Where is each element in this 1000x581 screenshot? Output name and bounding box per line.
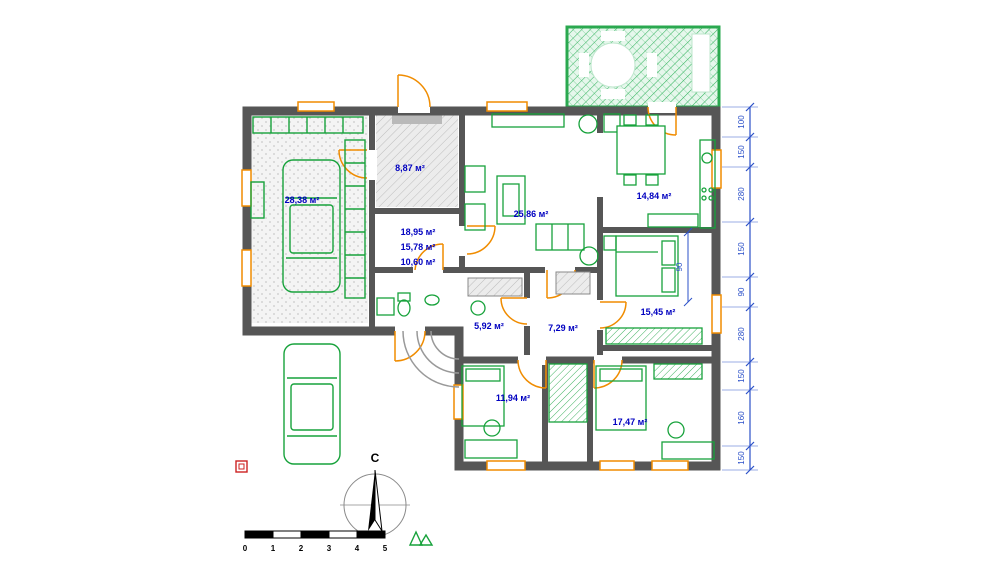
bedroom-left-door [517,359,547,389]
green-stamp-icon [408,530,434,546]
bedroom-right-door [599,301,627,329]
wardrobe-strip [548,363,588,423]
dim-label-6: 280 [737,327,746,341]
bathroom-fixtures [376,292,440,317]
scale-tick-4: 4 [355,544,360,553]
boiler-room-equipment [467,277,523,316]
porch-door [394,330,426,362]
compass-needle-dark [368,470,375,531]
dim-label-8: 160 [737,411,746,425]
dim-label-7: 150 [737,369,746,383]
room-label-living-room: 25,86 м² [514,209,549,219]
dim-label-1: 100 [737,115,746,129]
bedroom-bottom-door [593,359,623,389]
bathroom-door [414,243,444,271]
dim-label-5: 90 [737,287,746,296]
wall-openings [367,102,676,365]
inner-dim-label: 90 [675,262,684,271]
room-label-corridor-c: 10,60 м² [401,257,436,267]
room-label-boiler-room: 5,92 м² [474,321,504,331]
room-labels: 28,38 м² 8,87 м² 25,86 м² 14,84 м² 18,95… [285,163,676,427]
terrace [565,25,721,109]
dim-label-9: 150 [737,451,746,465]
dim-label-4: 150 [737,242,746,256]
scale-tick-0: 0 [243,544,248,553]
room-label-kitchen: 14,84 м² [637,191,672,201]
dim-label-2: 150 [737,145,746,159]
garage-door [338,149,368,179]
tambour-floor [376,111,458,207]
terrace-bench [691,33,711,93]
dimension-labels: 100 150 280 150 90 280 150 160 150 [737,115,746,465]
room-label-hall: 7,29 м² [548,323,578,333]
scale-tick-1: 1 [271,544,276,553]
compass-needle-light [374,469,383,532]
bedroom-bottom-furniture [595,363,715,460]
dim-label-3: 280 [737,187,746,201]
garage-floor [251,113,368,323]
scale-tick-3: 3 [327,544,332,553]
north-label: С [371,451,380,465]
north-compass: С [340,451,410,537]
scale-bar: 0 1 2 3 4 5 [243,530,388,553]
kitchen-furniture [603,113,716,229]
room-label-bedroom-bottom: 17,47 м² [613,417,648,427]
dimension-chain [722,102,758,475]
inner-dimension [683,227,693,307]
living-door [466,225,496,255]
room-label-bedroom-right: 15,45 м² [641,307,676,317]
living-room-furniture [464,113,599,266]
boiler-door [500,297,528,325]
red-marker-icon [235,460,248,473]
bedroom-left-furniture [461,365,518,459]
terrace-table [579,31,657,99]
hall-closet [555,271,591,295]
outside-car [283,343,341,465]
room-label-corridor-a: 18,95 м² [401,227,436,237]
scale-tick-2: 2 [299,544,304,553]
entrance-door [397,74,431,108]
garage-furniture [250,116,366,299]
scale-tick-5: 5 [383,544,388,553]
walls [242,106,721,471]
garage-car [282,159,341,293]
windows [241,101,722,471]
room-label-garage: 28,38 м² [285,195,320,205]
room-label-tambour: 8,87 м² [395,163,425,173]
porch-steps [402,330,460,388]
room-label-bedroom-left: 11,94 м² [496,393,530,403]
room-label-corridor-b: 15,78 м² [401,242,436,252]
bedroom-right-furniture [603,235,703,345]
